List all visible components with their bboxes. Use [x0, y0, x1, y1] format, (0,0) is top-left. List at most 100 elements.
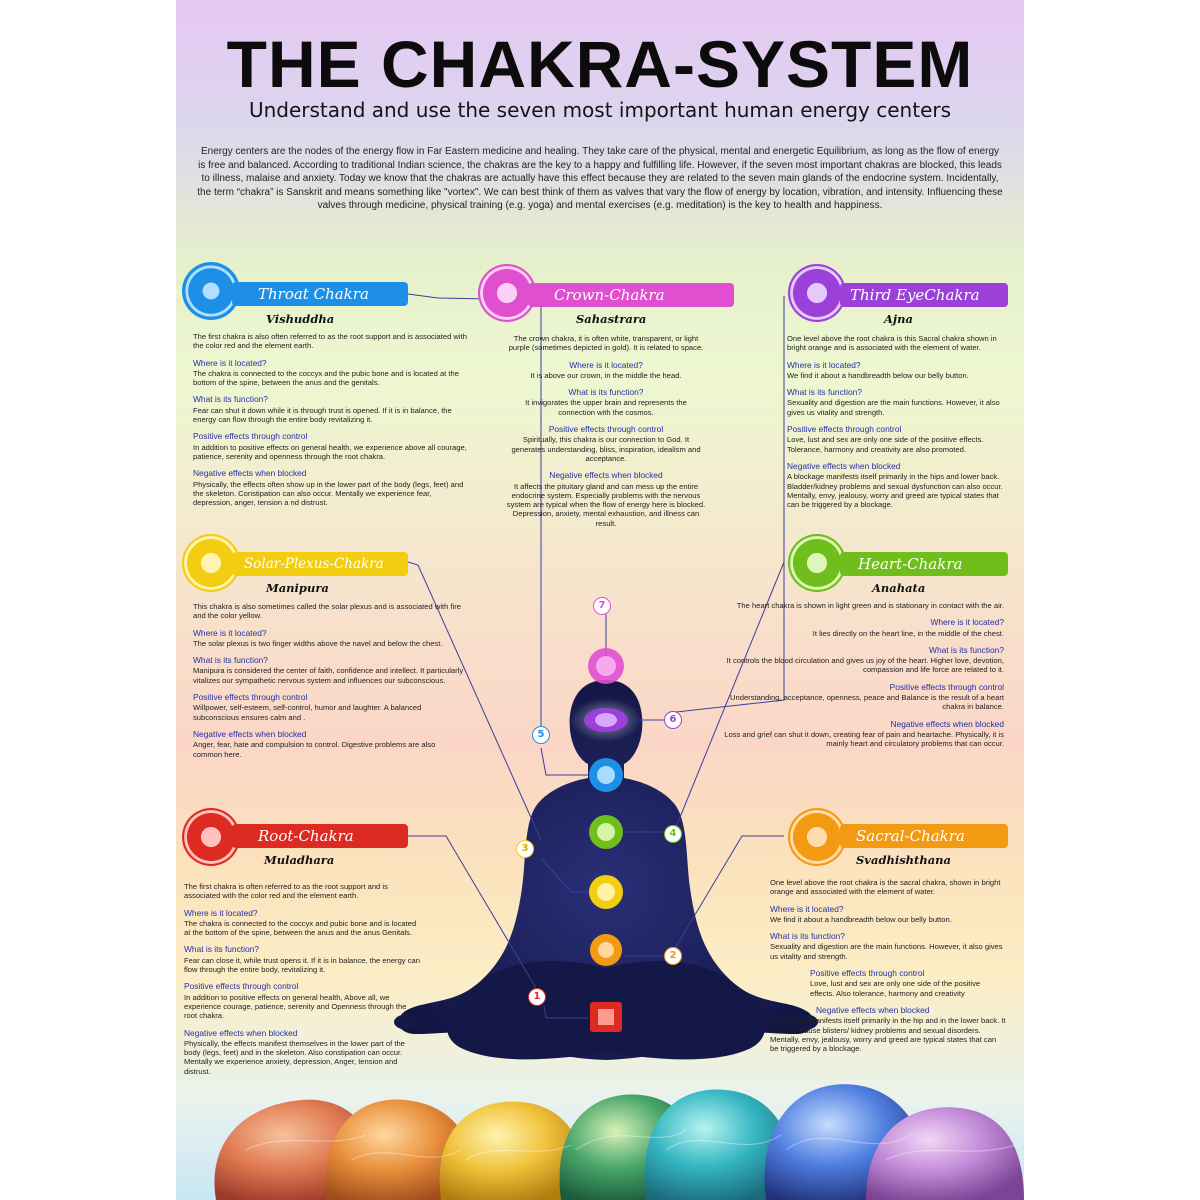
sacral-heading-function: What is its function? — [770, 931, 845, 942]
crown-chakra-text: The crown chakra, it is often white, tra… — [506, 334, 706, 536]
throat-function-text: Fear can shut it down while it is throug… — [193, 405, 452, 425]
marker-6: 6 — [664, 711, 682, 729]
sacral-function-text: Sexuality and digestion are the main fun… — [770, 942, 1003, 961]
sacral-heading-negative: Negative effects when blocked — [816, 1004, 930, 1015]
chakra-poster: THE CHAKRA-SYSTEM Understand and use the… — [176, 0, 1024, 1200]
gemstones-illustration — [214, 1084, 1024, 1200]
third-eye-chakra-icon — [788, 264, 846, 322]
third-eye-sanskrit-name: Ajna — [884, 312, 913, 326]
sacral-chakra-banner: Sacral-Chakra — [840, 824, 1008, 848]
solar-plexus-negative-text: Anger, fear, hate and compulsion to cont… — [193, 740, 436, 759]
crown-function-text: It invigorates the upper brain and repre… — [525, 398, 687, 417]
solar-plexus-heading-location: Where is it located? — [193, 627, 267, 638]
solar-plexus-heading-function: What is its function? — [193, 655, 268, 666]
sacral-intro: One level above the root chakra is the s… — [770, 878, 1001, 897]
root-chakra-text: The first chakra is often referred to as… — [184, 882, 420, 1084]
throat-heading-negative: Negative effects when blocked — [193, 468, 307, 479]
third-eye-heading-function: What is its function? — [787, 387, 862, 398]
root-positive-text: In addition to positive effects on gener… — [184, 992, 407, 1021]
third-eye-chakra-title: Third EyeChakra — [850, 286, 980, 304]
throat-intro: The first chakra is also often referred … — [193, 332, 467, 351]
solar-plexus-positive-text: Willpower, self-esteem, self-control, hu… — [193, 703, 422, 722]
throat-heading-location: Where is it located? — [193, 357, 267, 368]
intro-paragraph: Energy centers are the nodes of the ener… — [197, 146, 1003, 212]
sacral-chakra-symbol — [590, 934, 622, 966]
heart-negative-text: Loss and grief can shut it down, creatin… — [724, 729, 1004, 749]
poster-subtitle: Understand and use the seven most import… — [248, 98, 952, 122]
root-chakra-banner: Root-Chakra — [232, 824, 408, 848]
root-sanskrit-name: Muladhara — [264, 853, 335, 867]
sacral-heading-location: Where is it located? — [770, 903, 844, 914]
sacral-location-text: We find it about a handbreadth below our… — [770, 914, 952, 924]
sacral-sanskrit-name: Svadhishthana — [856, 853, 951, 867]
crown-negative-text: It affects the pituitary gland and can m… — [506, 481, 706, 528]
third-eye-chakra-symbol — [584, 708, 628, 732]
third-eye-function-text: Sexuality and digestion are the main fun… — [787, 398, 1000, 417]
third-eye-heading-negative: Negative effects when blocked — [787, 460, 901, 471]
sacral-chakra-title: Sacral-Chakra — [856, 827, 965, 845]
heart-location-text: It lies directly on the heart line, in t… — [812, 628, 1004, 638]
heart-positive-text: Understanding, acceptance, openness, pea… — [730, 693, 1004, 712]
sacral-heading-positive: Positive effects through control — [810, 968, 925, 979]
sacral-chakra-text: One level above the root chakra is the s… — [770, 878, 1006, 1061]
root-negative-text: Physically, the effects manifest themsel… — [184, 1038, 405, 1076]
heart-chakra-text: The heart chakra is shown in light green… — [722, 601, 1004, 757]
solar-plexus-chakra-icon — [182, 534, 240, 592]
crown-heading-location: Where is it located? — [569, 359, 643, 370]
root-chakra-icon — [182, 808, 240, 866]
heart-heading-negative: Negative effects when blocked — [890, 718, 1004, 729]
throat-heading-function: What is its function? — [193, 394, 268, 405]
root-heading-location: Where is it located? — [184, 907, 258, 918]
crown-sanskrit-name: Sahastrara — [576, 312, 647, 326]
throat-chakra-banner: Throat Chakra — [232, 282, 408, 306]
third-eye-heading-location: Where is it located? — [787, 359, 861, 370]
solar-plexus-chakra-title: Solar-Plexus-Chakra — [244, 556, 384, 572]
heart-sanskrit-name: Anahata — [872, 581, 926, 595]
heart-chakra-symbol — [589, 815, 623, 849]
third-eye-negative-text: A blockage manifests itself primarily in… — [787, 472, 1003, 510]
throat-chakra-symbol — [589, 758, 623, 792]
sacral-negative-text: A blockage manifests itself primarily in… — [770, 1016, 1006, 1054]
crown-chakra-title: Crown-Chakra — [554, 286, 665, 304]
marker-5: 5 — [532, 726, 550, 744]
crown-chakra-banner: Crown-Chakra — [528, 283, 734, 307]
heart-chakra-icon — [788, 534, 846, 592]
crown-chakra-icon — [478, 264, 536, 322]
sacral-positive-text: Love, lust and sex are only one side of … — [810, 979, 981, 998]
heart-intro: The heart chakra is shown in light green… — [736, 601, 1004, 610]
third-eye-intro: One level above the root chakra is this … — [787, 334, 997, 353]
solar-plexus-chakra-symbol — [589, 875, 623, 909]
root-heading-negative: Negative effects when blocked — [184, 1027, 298, 1038]
solar-plexus-chakra-text: This chakra is also sometimes called the… — [193, 602, 465, 767]
throat-location-text: The chakra is connected to the coccyx an… — [193, 368, 459, 388]
crown-intro: The crown chakra, it is often white, tra… — [508, 334, 704, 353]
sacral-chakra-icon — [788, 808, 846, 866]
solar-plexus-function-text: Manipura is considered the center of fai… — [193, 666, 464, 685]
marker-1: 1 — [528, 988, 546, 1006]
throat-chakra-title: Throat Chakra — [258, 285, 369, 303]
heart-heading-positive: Positive effects through control — [889, 681, 1004, 692]
marker-7: 7 — [593, 597, 611, 615]
heart-heading-function: What is its function? — [929, 644, 1004, 655]
crown-location-text: It is above our crown, in the middle the… — [530, 370, 682, 380]
third-eye-heading-positive: Positive effects through control — [787, 424, 902, 435]
solar-plexus-intro: This chakra is also sometimes called the… — [193, 602, 462, 621]
crown-heading-function: What is its function? — [568, 387, 644, 398]
crown-chakra-symbol — [588, 648, 624, 684]
connector-lines — [407, 293, 785, 1019]
throat-positive-text: In addition to positive effects on gener… — [193, 442, 467, 461]
root-chakra-title: Root-Chakra — [258, 827, 354, 845]
root-chakra-symbol — [590, 1002, 622, 1032]
solar-plexus-location-text: The solar plexus is two finger widths ab… — [193, 638, 443, 648]
throat-sanskrit-name: Vishuddha — [266, 312, 335, 326]
poster-title: THE CHAKRA-SYSTEM — [226, 27, 974, 101]
root-function-text: Fear can close it, while trust opens it.… — [184, 955, 420, 975]
third-eye-chakra-banner: Third EyeChakra — [840, 283, 1008, 307]
third-eye-positive-text: Love, lust and sex are only one side of … — [787, 435, 984, 454]
root-heading-function: What is its function? — [184, 944, 259, 955]
third-eye-location-text: We find it about a handbreadth below our… — [787, 370, 969, 380]
figure-chakra-symbols — [584, 648, 628, 1032]
root-heading-positive: Positive effects through control — [184, 981, 299, 992]
crown-heading-negative: Negative effects when blocked — [549, 470, 663, 481]
throat-negative-text: Physically, the effects often show up in… — [193, 479, 464, 508]
